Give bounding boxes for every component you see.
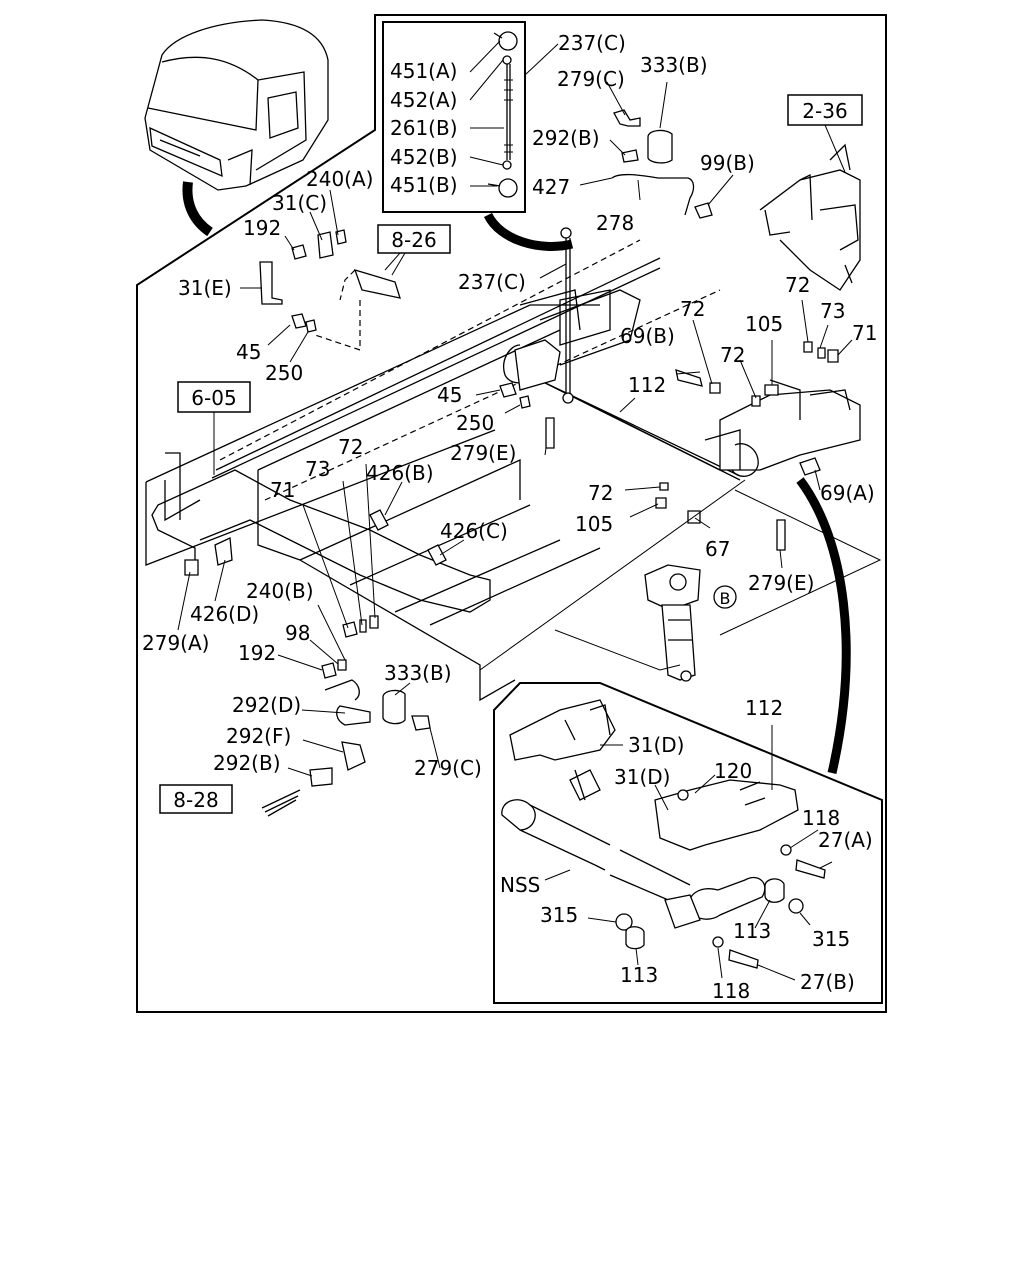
hardware-glyphs bbox=[184, 109, 882, 787]
svg-text:8-28: 8-28 bbox=[173, 788, 218, 812]
label-292d: 292(D) bbox=[232, 693, 301, 717]
callout-labels: 451(A) 452(A) 261(B) 452(B) 451(B) 237(C… bbox=[142, 31, 877, 1003]
label-240b: 240(B) bbox=[246, 579, 314, 603]
label-452a: 452(A) bbox=[390, 88, 457, 112]
label-315-b: 315 bbox=[812, 927, 850, 951]
label-427: 427 bbox=[532, 175, 570, 199]
label-426b: 426(B) bbox=[366, 461, 434, 485]
hydraulic-pipe bbox=[151, 469, 491, 613]
label-279a: 279(A) bbox=[142, 631, 209, 655]
label-nss: NSS bbox=[500, 873, 540, 897]
label-72-a: 72 bbox=[785, 273, 810, 297]
label-192-top: 192 bbox=[243, 216, 281, 240]
label-333b-mid: 333(B) bbox=[384, 661, 452, 685]
label-279e-b: 279(E) bbox=[748, 571, 814, 595]
ref-6-05: 6-05 bbox=[177, 381, 251, 413]
rear-axle-detail bbox=[501, 699, 826, 969]
bracket-2-36 bbox=[759, 143, 861, 291]
label-113-a: 113 bbox=[733, 919, 771, 943]
label-426c: 426(C) bbox=[440, 519, 508, 543]
label-45-mid: 45 bbox=[437, 383, 462, 407]
label-45-top: 45 bbox=[236, 340, 261, 364]
label-71-a: 71 bbox=[852, 321, 877, 345]
label-b-circle: B bbox=[720, 589, 731, 608]
label-72-d: 72 bbox=[338, 435, 363, 459]
label-69a: 69(A) bbox=[820, 481, 875, 505]
label-31d-b: 31(D) bbox=[614, 765, 670, 789]
label-237c-top: 237(C) bbox=[558, 31, 626, 55]
label-72-c: 72 bbox=[720, 343, 745, 367]
label-292f: 292(F) bbox=[226, 724, 291, 748]
label-279c-mid: 279(C) bbox=[414, 756, 482, 780]
label-261b: 261(B) bbox=[390, 116, 458, 140]
label-333b-top: 333(B) bbox=[640, 53, 708, 77]
control-rod bbox=[560, 227, 574, 404]
label-237c-mid: 237(C) bbox=[458, 270, 526, 294]
label-72-b: 72 bbox=[680, 297, 705, 321]
label-315-a: 315 bbox=[540, 903, 578, 927]
label-67: 67 bbox=[705, 537, 730, 561]
label-451b: 451(B) bbox=[390, 173, 458, 197]
label-250-top: 250 bbox=[265, 361, 303, 385]
svg-text:8-26: 8-26 bbox=[391, 228, 436, 252]
label-112-a: 112 bbox=[628, 373, 666, 397]
cab-illustration bbox=[144, 19, 329, 191]
label-118-b: 118 bbox=[712, 979, 750, 1003]
label-240a: 240(A) bbox=[306, 167, 373, 191]
label-250-mid: 250 bbox=[456, 411, 494, 435]
label-112-b: 112 bbox=[745, 696, 783, 720]
label-105-b: 105 bbox=[575, 512, 613, 536]
label-452b: 452(B) bbox=[390, 145, 458, 169]
label-118-a: 118 bbox=[802, 806, 840, 830]
label-31e: 31(E) bbox=[178, 276, 232, 300]
label-113-b: 113 bbox=[620, 963, 658, 987]
label-120: 120 bbox=[714, 759, 752, 783]
label-27a: 27(A) bbox=[818, 828, 873, 852]
label-98: 98 bbox=[285, 621, 310, 645]
bottom-inset-frame bbox=[493, 682, 883, 1004]
label-279e-a: 279(E) bbox=[450, 441, 516, 465]
label-105-a: 105 bbox=[745, 312, 783, 336]
label-99b: 99(B) bbox=[700, 151, 755, 175]
torsion-bar bbox=[503, 289, 861, 481]
label-73-b: 73 bbox=[305, 457, 330, 481]
label-279c-top: 279(C) bbox=[557, 67, 625, 91]
label-27b: 27(B) bbox=[800, 970, 855, 994]
label-72-e: 72 bbox=[588, 481, 613, 505]
leader-lines bbox=[177, 81, 853, 981]
label-292b-top: 292(B) bbox=[532, 126, 600, 150]
ref-2-36: 2-36 bbox=[787, 94, 863, 126]
svg-text:6-05: 6-05 bbox=[191, 386, 236, 410]
label-426d: 426(D) bbox=[190, 602, 259, 626]
label-71-b: 71 bbox=[270, 478, 295, 502]
label-292b-mid: 292(B) bbox=[213, 751, 281, 775]
link-rod-assembly bbox=[487, 31, 518, 198]
label-31d-a: 31(D) bbox=[628, 733, 684, 757]
label-278: 278 bbox=[596, 211, 634, 235]
ref-8-28: 8-28 bbox=[159, 784, 233, 814]
label-73-a: 73 bbox=[820, 299, 845, 323]
label-31c: 31(C) bbox=[272, 191, 327, 215]
top-inset-frame bbox=[382, 21, 526, 213]
chassis-frame bbox=[145, 239, 721, 702]
label-451a: 451(A) bbox=[390, 59, 457, 83]
svg-text:2-36: 2-36 bbox=[802, 99, 847, 123]
label-69b: 69(B) bbox=[620, 324, 675, 348]
label-192-mid: 192 bbox=[238, 641, 276, 665]
main-frame bbox=[136, 14, 887, 1013]
ref-8-26: 8-26 bbox=[377, 224, 451, 254]
